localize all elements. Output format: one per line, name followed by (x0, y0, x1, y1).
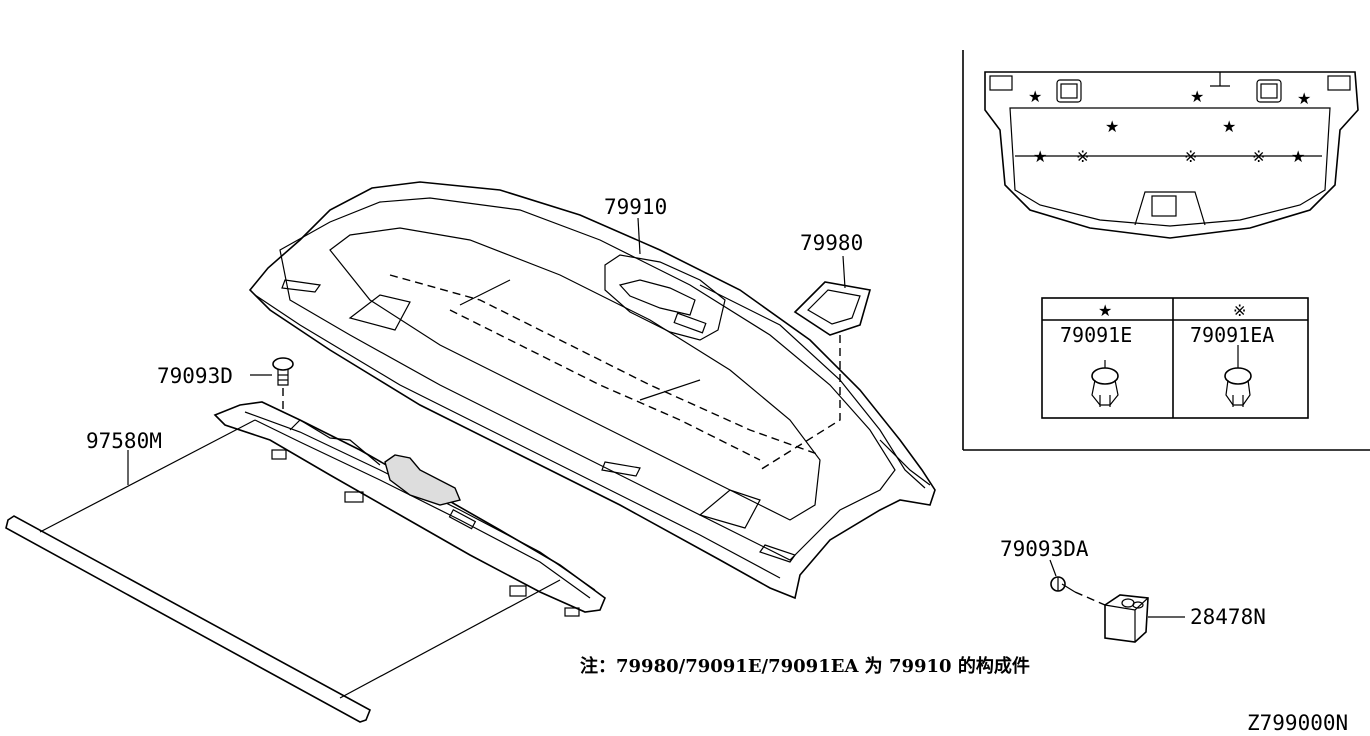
label-79980: 79980 (800, 231, 863, 255)
legend-79091ea: 79091EA (1190, 323, 1274, 347)
label-79093da: 79093DA (1000, 537, 1089, 561)
inset-panel: ★ ★ ★ ★ ★ ★ ※ ※ ※ ★ ★ ※ 79091E 79091EA (962, 50, 1370, 451)
screw-79093d-drawing (250, 357, 294, 410)
screw-79093da-drawing (1049, 559, 1106, 606)
svg-text:※: ※ (1184, 147, 1197, 166)
label-97580m: 97580M (86, 429, 162, 453)
label-79093d: 79093D (157, 364, 233, 388)
clip-79091e-icon (1091, 360, 1119, 407)
clip-79091ea-icon (1224, 345, 1252, 407)
svg-text:★: ★ (1222, 117, 1236, 136)
legend-79091e: 79091E (1060, 323, 1132, 347)
label-79910: 79910 (604, 195, 667, 219)
footnote: 注：79980/79091E/79091EA 为 79910 的构成件 (580, 655, 1030, 677)
svg-text:★: ★ (1033, 147, 1047, 166)
svg-text:★: ★ (1291, 147, 1305, 166)
tonneau-cover-drawing (5, 401, 606, 723)
legend-ref-symbol: ※ (1233, 301, 1246, 320)
module-28478n-drawing (1104, 594, 1185, 643)
svg-text:★: ★ (1028, 87, 1042, 106)
svg-text:※: ※ (1076, 147, 1089, 166)
parcel-shelf-drawing (248, 181, 936, 600)
svg-text:※: ※ (1252, 147, 1265, 166)
svg-text:★: ★ (1105, 117, 1119, 136)
label-28478n: 28478N (1190, 605, 1266, 629)
svg-text:★: ★ (1297, 89, 1311, 108)
cover-79980-drawing (759, 281, 872, 471)
svg-text:★: ★ (1190, 87, 1204, 106)
legend-star-symbol: ★ (1098, 301, 1112, 320)
diagram-code: Z799000N (1247, 711, 1348, 735)
